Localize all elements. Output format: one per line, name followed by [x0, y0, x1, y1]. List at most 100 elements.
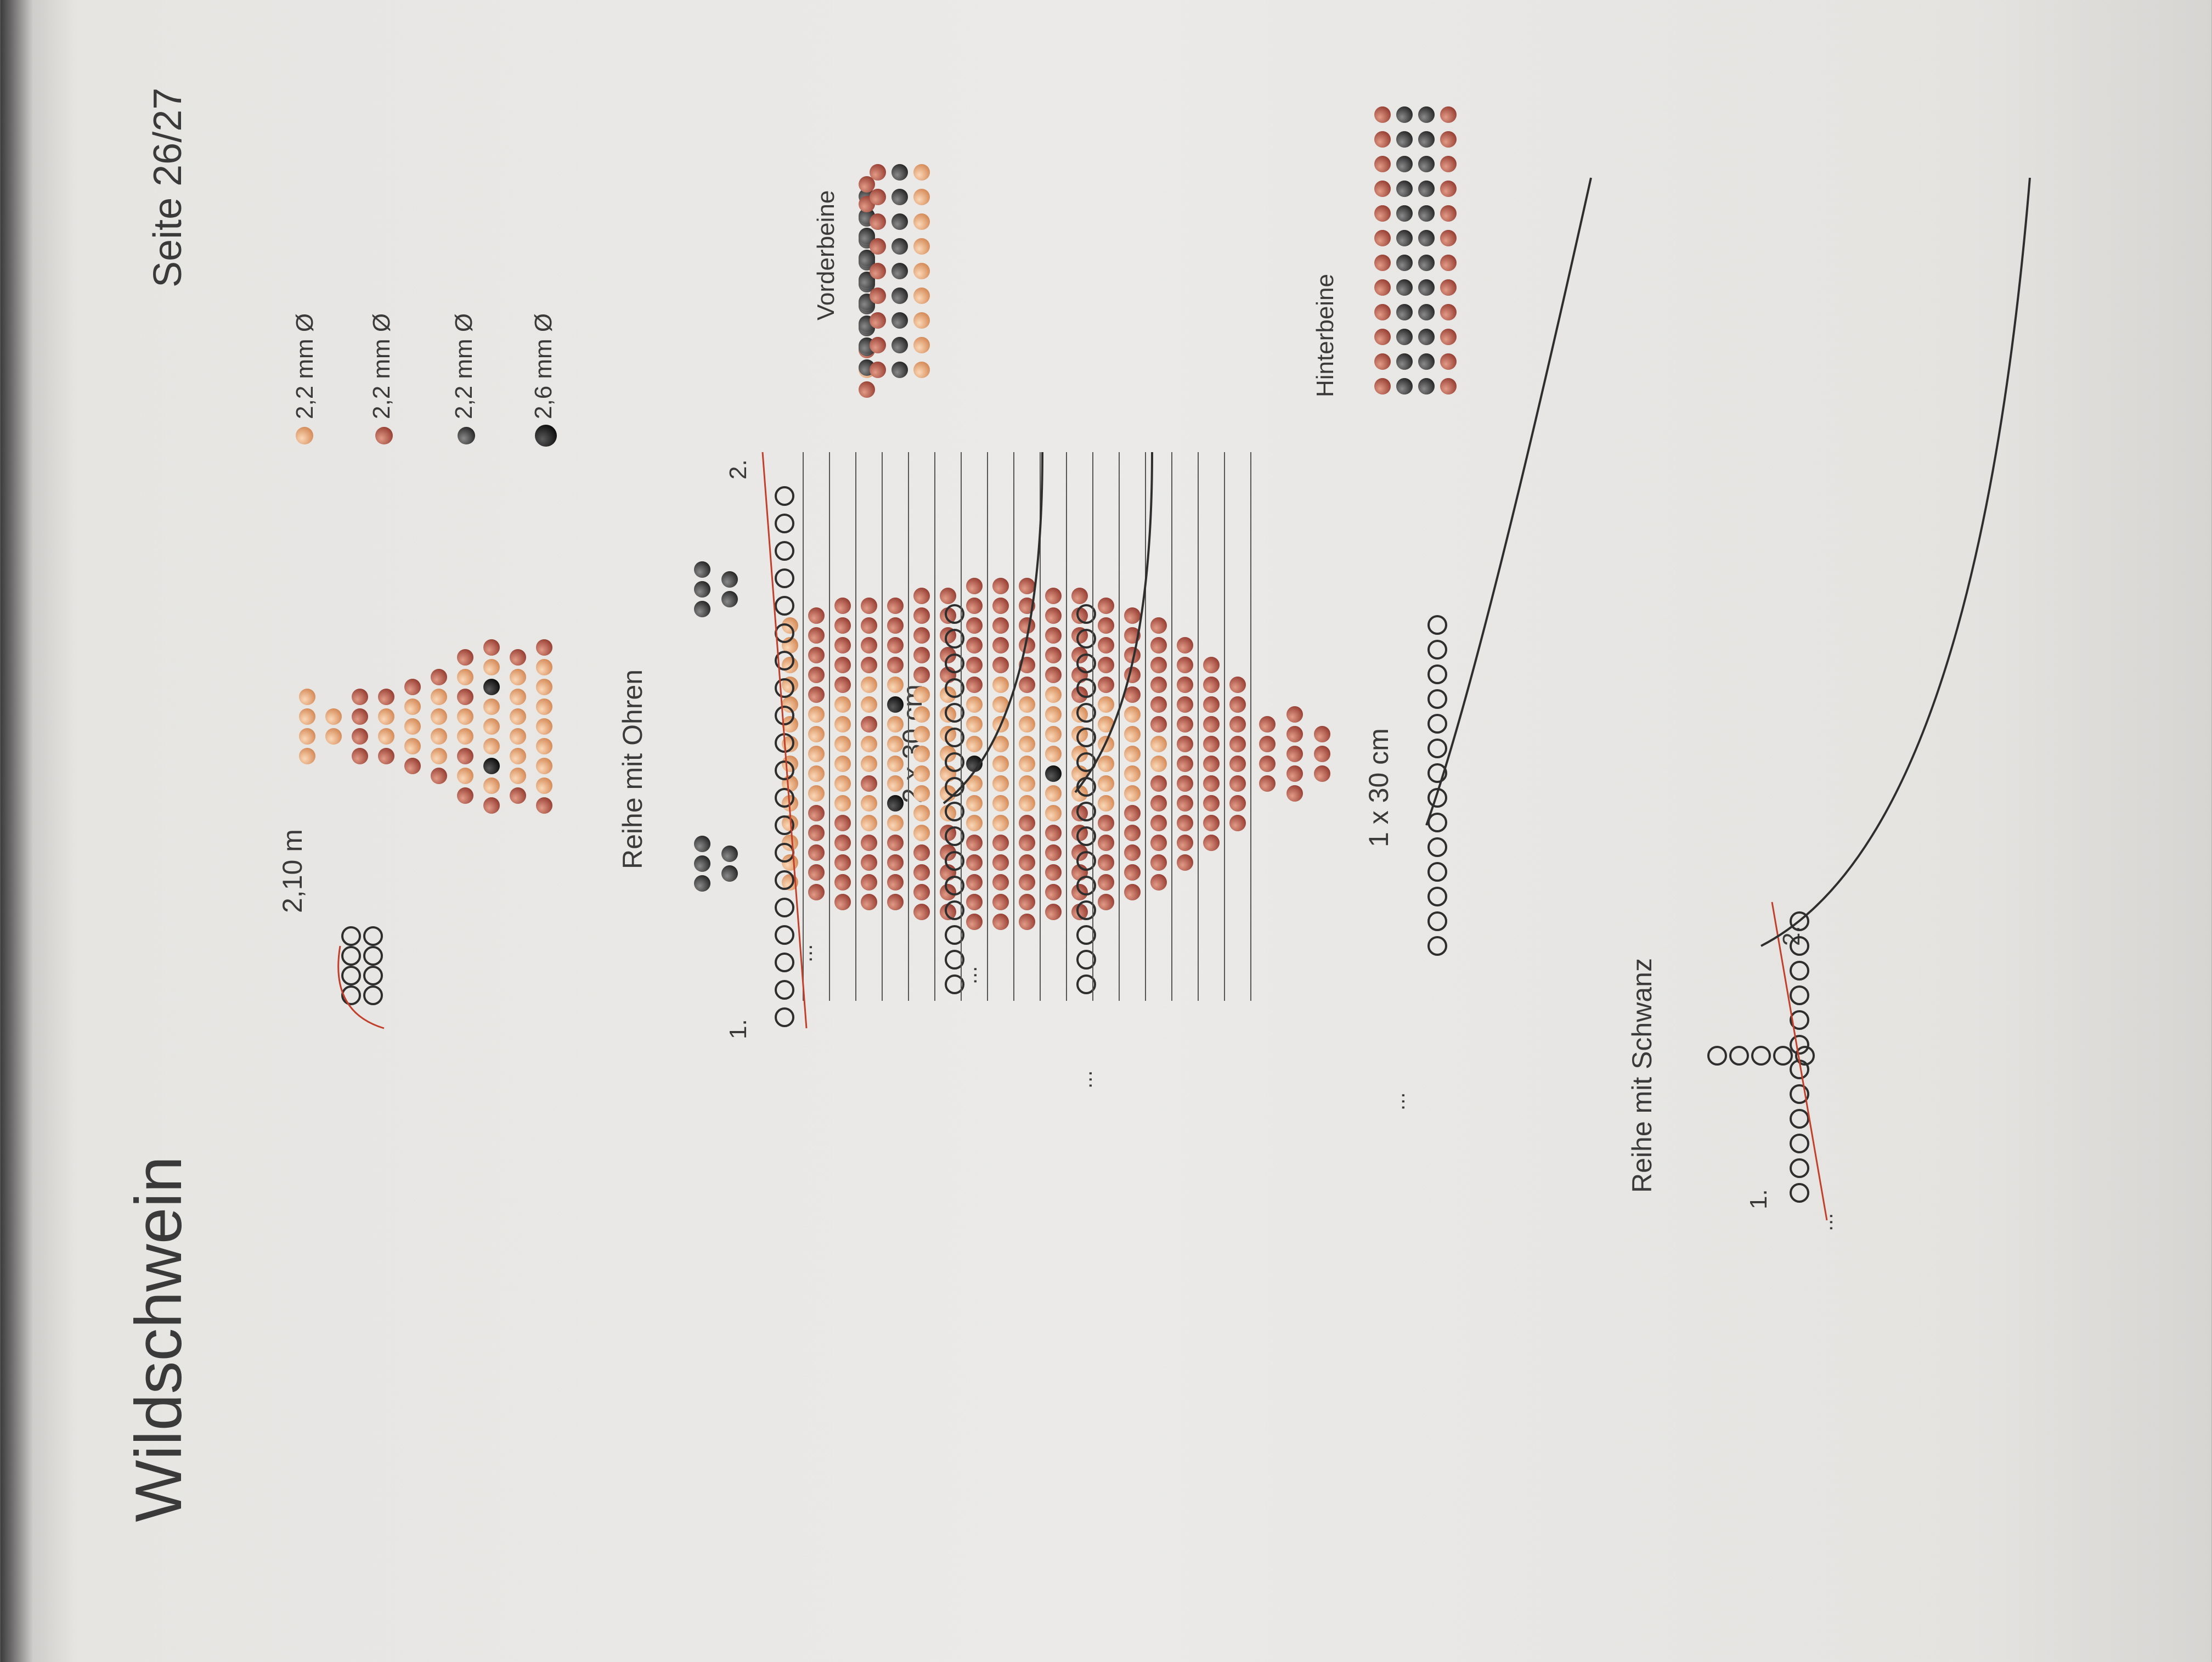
body-bead: [1177, 795, 1193, 812]
ear-bead: [694, 581, 710, 598]
body-bead: [913, 884, 930, 900]
body-bead: [861, 736, 877, 752]
body-bead: [1098, 854, 1114, 871]
hind-leg-pattern-bead: [1374, 131, 1391, 148]
head-bead: [483, 738, 500, 754]
front-leg-bead: [945, 802, 964, 821]
thread-loop-icon: [337, 945, 385, 1029]
body-bead: [1098, 775, 1114, 792]
body-bead: [992, 874, 1009, 891]
body-bead: [966, 874, 983, 891]
tail-row-thread: [1760, 177, 2031, 947]
body-bead: [992, 835, 1009, 851]
body-bead: [966, 598, 983, 614]
body-bead: [966, 696, 983, 713]
body-bead: [992, 854, 1009, 871]
front-leg-pattern-bead: [891, 213, 908, 230]
hind-leg-bead: [1427, 887, 1447, 906]
body-bead: [1098, 598, 1114, 614]
hind-leg-bead: [1427, 714, 1447, 734]
body-bead: [1019, 617, 1035, 634]
bead-pattern: [296, 106, 1815, 1203]
hind-leg-pattern-bead: [1440, 131, 1457, 148]
head-bead: [536, 639, 552, 656]
body-bead: [1045, 864, 1062, 881]
front-leg-bead: [1076, 678, 1096, 698]
body-bead: [834, 598, 851, 614]
hind-leg-pattern-bead: [1418, 255, 1435, 271]
body-bead: [834, 677, 851, 693]
body-bead: [887, 617, 904, 634]
body-bead: [861, 657, 877, 673]
body-bead: [1098, 657, 1114, 673]
head-bead: [378, 748, 394, 764]
body-bead: [782, 716, 798, 733]
tail-bead: [1286, 746, 1303, 762]
body-bead: [1019, 696, 1035, 713]
ellipsis-body: ...: [1073, 1071, 1097, 1089]
body-bead: [861, 815, 877, 831]
body-bead: [1045, 706, 1062, 723]
body-bead: [861, 617, 877, 634]
head-bead: [299, 728, 315, 745]
body-bead: [1071, 746, 1088, 762]
body-bead: [913, 588, 930, 604]
head-bead: [325, 728, 342, 745]
hind-leg-pattern-bead: [1396, 205, 1413, 222]
body-bead: [1124, 726, 1141, 742]
front-leg-pattern-bead: [913, 238, 930, 255]
body-bead: [808, 765, 825, 782]
body-bead: [834, 736, 851, 752]
hind-leg-pattern-bead: [1418, 205, 1435, 222]
hind-leg-bead: [1427, 862, 1447, 882]
body-bead: [966, 677, 983, 693]
hind-leg-pattern-bead: [1374, 353, 1391, 370]
body-bead: [1150, 716, 1167, 733]
ears-step1-label: 1.: [725, 1019, 752, 1039]
body-bead: [861, 637, 877, 653]
tail-row-bead: [1707, 1046, 1727, 1066]
body-bead: [834, 874, 851, 891]
head-bead: [457, 649, 473, 666]
body-bead: [808, 884, 825, 900]
body-bead: [1150, 617, 1167, 634]
front-leg-bead: [1076, 851, 1096, 871]
hind-leg-pattern-bead: [1396, 131, 1413, 148]
hind-leg-pattern-bead: [1440, 304, 1457, 320]
body-bead: [1098, 795, 1114, 812]
front-leg-bead: [945, 752, 964, 772]
body-bead: [808, 746, 825, 762]
tail-row-bead: [1790, 1158, 1809, 1178]
head-bead: [378, 728, 394, 745]
head-bead: [510, 669, 526, 685]
body-bead: [782, 835, 798, 851]
hind-leg-pattern-bead: [1374, 329, 1391, 345]
body-bead: [887, 696, 904, 713]
tail-row-bead: [1773, 1046, 1793, 1066]
body-bead: [1177, 854, 1193, 871]
body-bead: [861, 696, 877, 713]
front-leg-bead: [945, 876, 964, 895]
body-bead: [1019, 795, 1035, 812]
body-bead: [913, 667, 930, 683]
body-bead: [966, 578, 983, 594]
body-bead: [1019, 835, 1035, 851]
front-leg-bead: [1076, 876, 1096, 895]
body-bead: [887, 874, 904, 891]
hind-leg-pattern-bead: [1418, 378, 1435, 395]
body-bead: [1045, 825, 1062, 841]
body-bead: [1203, 657, 1220, 673]
head-bead: [536, 679, 552, 695]
body-bead: [966, 835, 983, 851]
hind-leg-pattern-bead: [1396, 329, 1413, 345]
front-leg-bead: [945, 900, 964, 920]
front-leg-pattern-bead: [891, 362, 908, 378]
front-leg-bead: [1076, 826, 1096, 846]
hind-leg-bead: [1427, 911, 1447, 931]
head-bead: [457, 728, 473, 745]
tail-bead: [1259, 716, 1276, 733]
thread-length-label: 2,10 m: [277, 829, 308, 913]
body-bead: [913, 864, 930, 881]
body-bead: [913, 647, 930, 663]
